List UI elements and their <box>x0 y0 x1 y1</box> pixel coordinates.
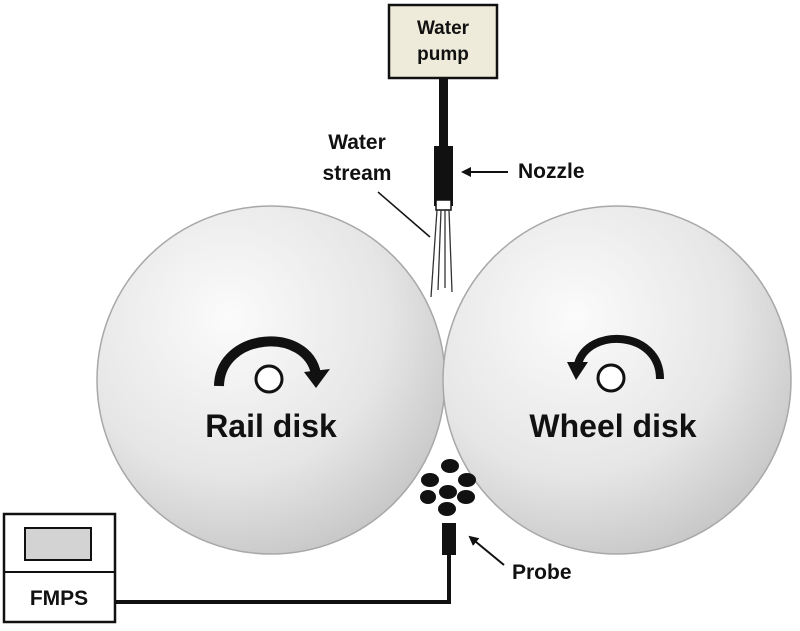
water-pump-box <box>387 3 499 80</box>
wheel-disk: Wheel disk <box>442 205 792 555</box>
water-spray <box>430 209 453 298</box>
water-stream-label-line2: stream <box>323 162 392 185</box>
fmps-label: FMPS <box>30 587 88 610</box>
nozzle-tip <box>435 199 452 211</box>
sampling-tube <box>115 555 451 604</box>
water-pipe <box>439 78 448 148</box>
water-pump-label-line2: pump <box>417 44 469 65</box>
nozzle <box>434 146 453 206</box>
counterclockwise-arrow-icon <box>567 334 664 380</box>
water-pump-label-line1: Water <box>417 18 470 39</box>
wheel-disk-hub <box>596 363 626 393</box>
probe <box>442 523 456 555</box>
wear-particles <box>420 459 476 516</box>
water-stream-label-line1: Water <box>328 131 386 154</box>
clockwise-arrow-icon <box>214 336 330 388</box>
probe-pointer-arrow <box>468 535 505 566</box>
nozzle-label: Nozzle <box>518 160 585 183</box>
probe-label: Probe <box>512 561 572 584</box>
wheel-disk-label: Wheel disk <box>529 408 696 444</box>
rail-disk: Rail disk <box>96 205 446 555</box>
water-stream-pointer <box>377 191 431 238</box>
fmps-instrument: FMPS <box>2 512 117 624</box>
fmps-screen <box>24 527 92 561</box>
rail-disk-hub <box>254 364 284 394</box>
rail-disk-label: Rail disk <box>205 408 337 444</box>
water-pump: Water pump <box>387 3 499 80</box>
